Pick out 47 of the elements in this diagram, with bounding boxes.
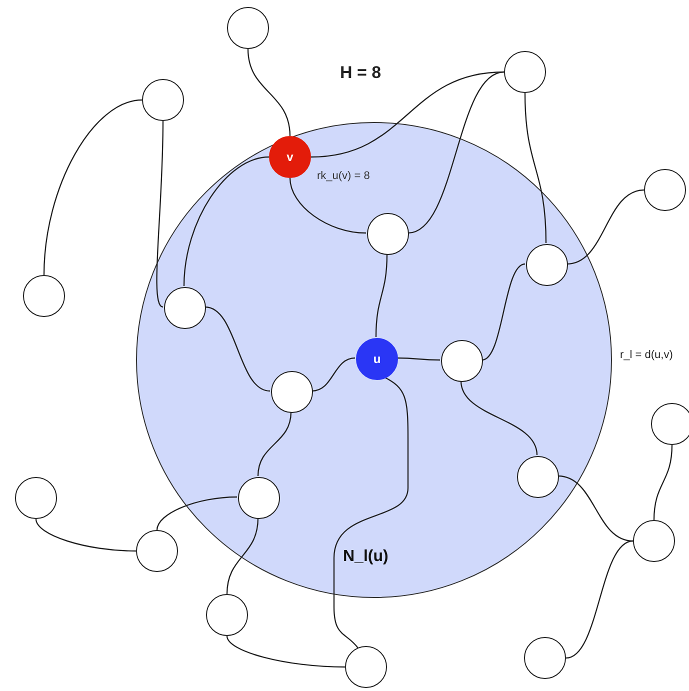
vertex-circle xyxy=(517,456,559,498)
edge-line xyxy=(482,263,526,361)
vertex-circle xyxy=(633,520,675,562)
vertex-circle xyxy=(441,340,483,382)
edge-line xyxy=(566,540,634,659)
vertex-label: u xyxy=(373,352,381,366)
vertex-circle xyxy=(367,213,409,255)
vertex-circle xyxy=(504,51,546,93)
vertex-circle xyxy=(142,79,184,121)
vertex-circle xyxy=(356,338,398,380)
vertex-circle xyxy=(227,7,269,49)
edge-line xyxy=(524,92,547,244)
edge-line xyxy=(289,178,366,234)
edge-line xyxy=(226,518,259,594)
region-label: N_l(u) xyxy=(343,548,388,566)
edge-line xyxy=(257,412,292,476)
vertex-label: v xyxy=(286,150,294,164)
vertex-circle xyxy=(206,594,248,636)
edge-line xyxy=(333,376,409,648)
edge-line xyxy=(183,156,270,286)
vertex-circle xyxy=(526,244,568,286)
edge-line xyxy=(375,254,388,338)
edge-line xyxy=(460,380,538,456)
edge-line xyxy=(566,189,644,265)
vertex-circle xyxy=(15,477,57,519)
vertex-circle xyxy=(651,403,689,445)
vertex-circle xyxy=(271,371,313,413)
vertex-circle xyxy=(23,275,65,317)
edge-line xyxy=(35,518,136,552)
edge-line xyxy=(204,306,270,392)
edge-line xyxy=(653,444,673,520)
edge-line xyxy=(312,357,356,392)
edge-line xyxy=(43,99,142,276)
annotation-label: r_l = d(u,v) xyxy=(620,349,673,361)
edge-line xyxy=(156,121,164,308)
edge-line xyxy=(397,357,440,361)
vertex-circle xyxy=(164,287,206,329)
annotation-label: H = 8 xyxy=(340,63,382,83)
vertex-circle xyxy=(238,477,280,519)
edge-line xyxy=(247,48,291,136)
vertex-circle xyxy=(644,169,686,211)
edge-line xyxy=(156,496,238,530)
edge-line xyxy=(226,636,346,668)
vertex-circle xyxy=(345,646,387,688)
node-caption: rk_u(v) = 8 xyxy=(317,170,370,182)
edge-line xyxy=(408,71,504,234)
vertex-circle xyxy=(524,637,566,679)
